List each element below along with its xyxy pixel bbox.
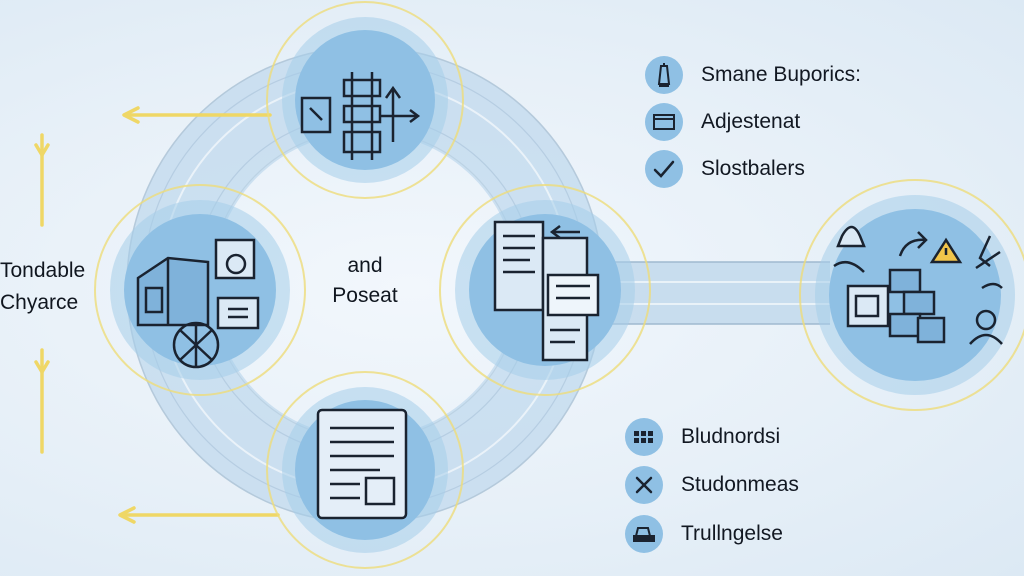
legend-top: Smane Buporics: Adjestenat Slostbalers: [645, 55, 1015, 195]
center-label-line-2: Poseat: [332, 284, 398, 307]
node-top[interactable]: [266, 1, 464, 199]
legend-item: Smane Buporics:: [645, 55, 861, 95]
report-documents-icon: [493, 220, 600, 362]
window-icon: [645, 103, 683, 141]
flow-arrows: [34, 106, 280, 524]
node-bottom[interactable]: [266, 371, 464, 569]
left-label-line-1: Tondable: [0, 259, 86, 282]
legend-item: Trullngelse: [625, 514, 783, 554]
checkmark-icon: [645, 150, 683, 188]
logistics-group-icon: [833, 225, 1003, 345]
connector-band: [600, 261, 830, 325]
node-right[interactable]: [439, 184, 651, 396]
node-far-right[interactable]: [799, 179, 1024, 411]
legend-label: Slostbalers: [701, 157, 805, 180]
left-label: Tondable Chyarce: [0, 255, 104, 319]
center-label-line-1: and: [347, 254, 383, 277]
center-label: and Poseat: [300, 251, 430, 311]
legend-label: Adjestenat: [701, 110, 801, 133]
legend-bottom: Bludnordsi Studonmeas Trullngelse: [625, 417, 1015, 557]
warehouse-icon: [136, 238, 260, 369]
legend-item: Adjestenat: [645, 102, 800, 142]
lighthouse-icon: [645, 56, 683, 94]
stamp-icon: [625, 515, 663, 553]
legend-label: Trullngelse: [681, 522, 783, 545]
close-icon: [625, 466, 663, 504]
legend-item: Slostbalers: [645, 149, 805, 189]
legend-item: Studonmeas: [625, 465, 799, 505]
legend-label: Bludnordsi: [681, 425, 781, 448]
node-left[interactable]: [94, 184, 306, 396]
grid-blocks-icon: [625, 418, 663, 456]
left-label-line-2: Chyarce: [0, 291, 79, 314]
document-icon: [316, 408, 408, 520]
layout-tools-icon: [300, 72, 421, 160]
legend-label: Smane Buporics:: [701, 63, 861, 86]
legend-item: Bludnordsi: [625, 417, 780, 457]
legend-label: Studonmeas: [681, 473, 799, 496]
